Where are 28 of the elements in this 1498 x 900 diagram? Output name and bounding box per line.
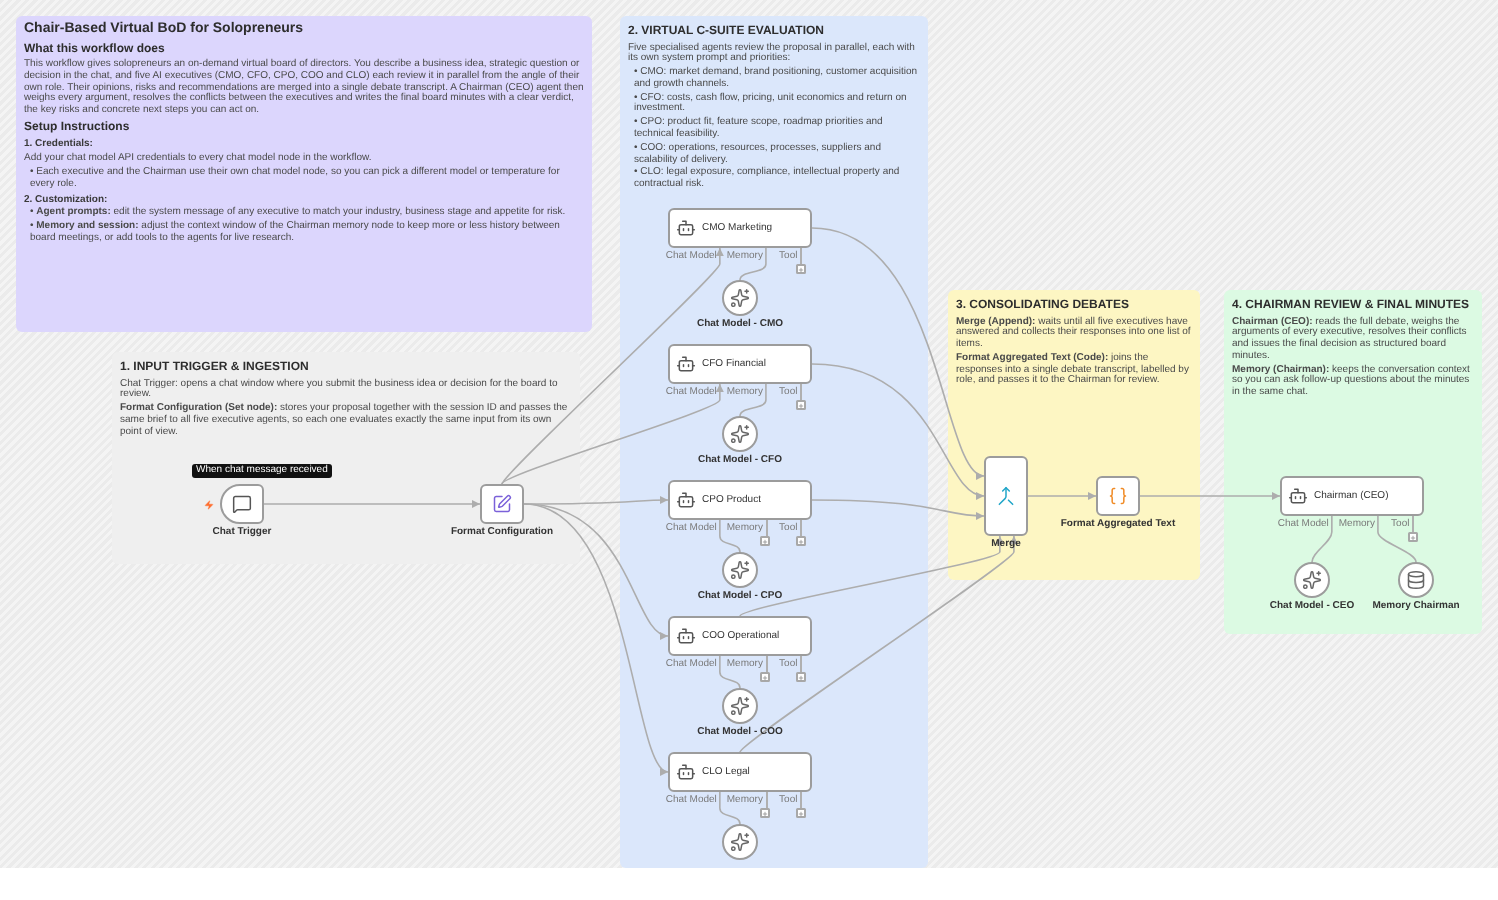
connector-arrow	[501, 383, 724, 485]
connector-arrow	[811, 363, 985, 498]
sticky-note	[620, 16, 928, 868]
connector-line	[719, 655, 741, 689]
agent-node	[668, 480, 812, 520]
connector-arrow	[263, 500, 481, 508]
connector-arrow	[1027, 492, 1097, 500]
connector-arrow	[1139, 492, 1281, 500]
connector-line	[719, 791, 741, 825]
sticky-note	[16, 16, 592, 332]
connector-arrow	[811, 227, 985, 477]
agent-node	[668, 752, 812, 792]
chat-model-node	[722, 824, 758, 860]
connector-line	[739, 247, 767, 281]
agent-node	[668, 208, 812, 248]
sticky-note	[1224, 290, 1482, 634]
connector-line	[1377, 515, 1417, 563]
connector-line	[719, 519, 741, 553]
agent-node	[1280, 476, 1424, 516]
agent-node	[668, 344, 812, 384]
connector-arrow	[501, 247, 724, 485]
sticky-note	[112, 352, 580, 564]
connector-line	[739, 383, 767, 417]
sticky-note	[948, 290, 1200, 580]
connector-line	[1311, 515, 1333, 563]
connector-arrow	[811, 499, 985, 520]
connector-arrow	[739, 535, 1018, 753]
agent-node	[668, 616, 812, 656]
